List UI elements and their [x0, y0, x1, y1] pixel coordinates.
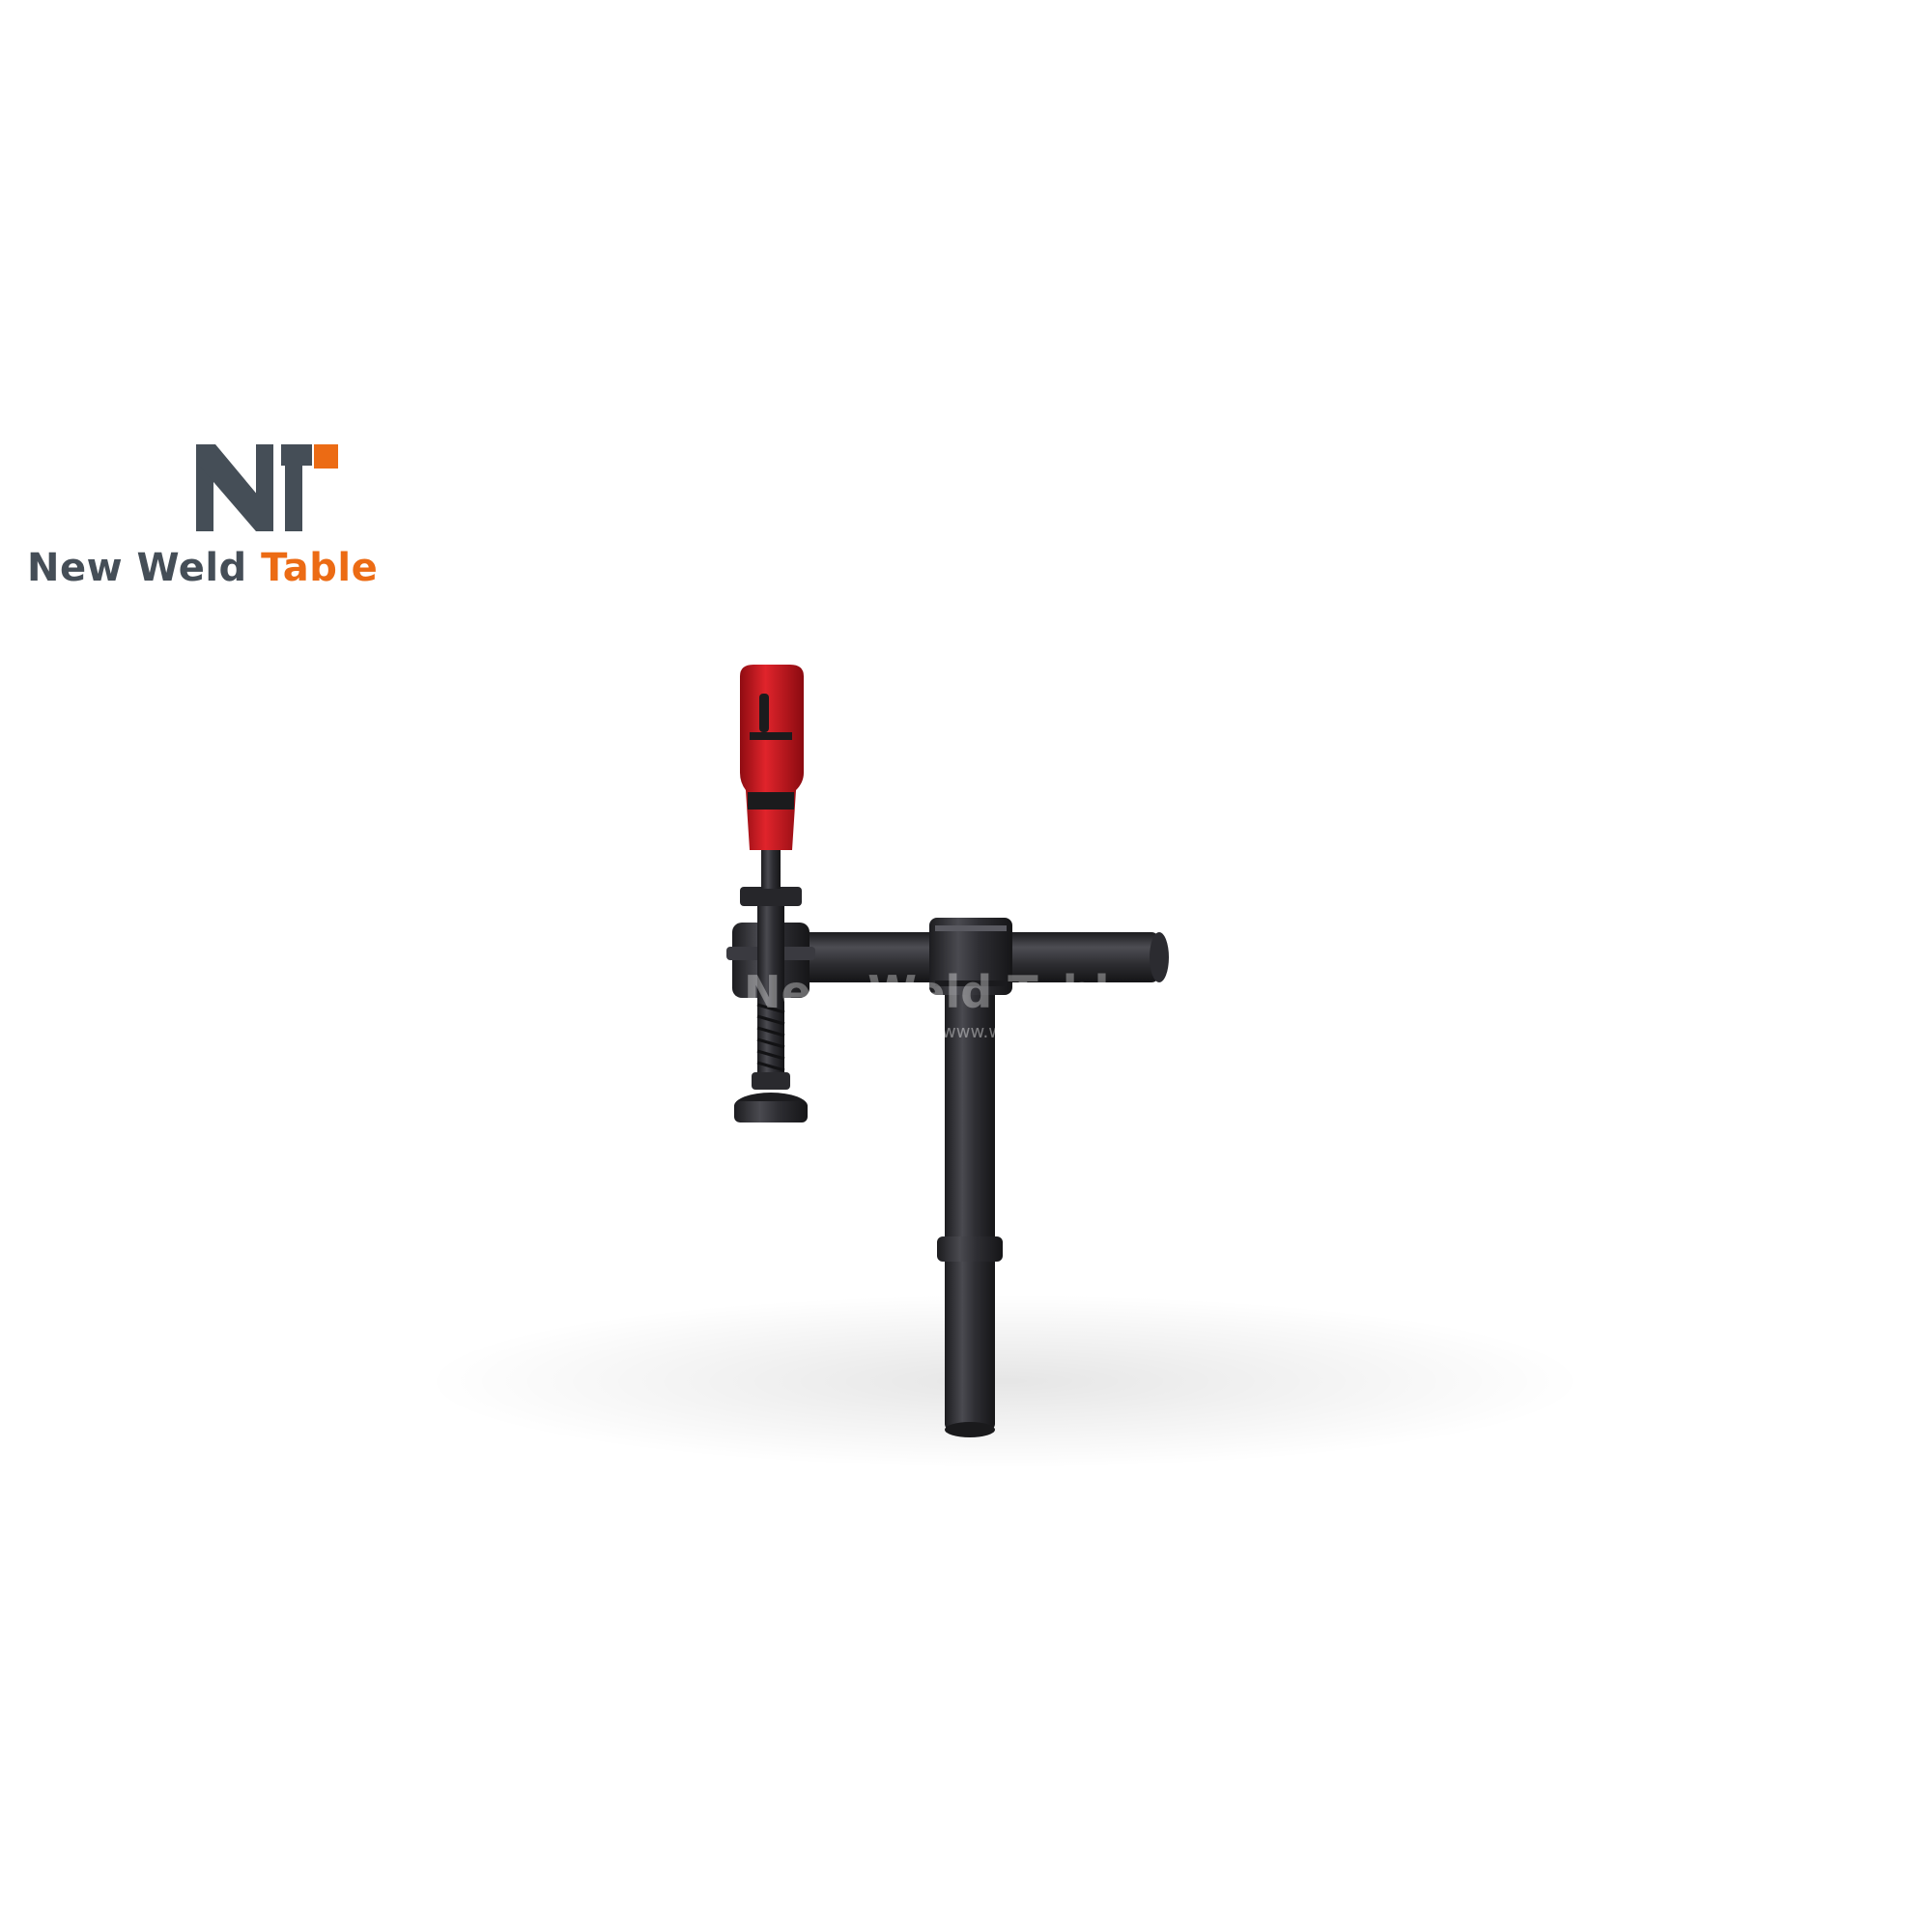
- nt-logo-icon: [196, 444, 338, 531]
- brand-wordmark: New Weld Table: [27, 546, 378, 590]
- brand-name-part-3: Table: [261, 546, 379, 590]
- brand-name-part-2: Weld: [136, 546, 247, 590]
- watermark-url: www.we: [942, 1022, 1014, 1042]
- watermark-text: New Weld Table: [744, 966, 1140, 1018]
- brand-name-part-1: New: [27, 546, 124, 590]
- brand-logo: New Weld Table: [27, 444, 452, 599]
